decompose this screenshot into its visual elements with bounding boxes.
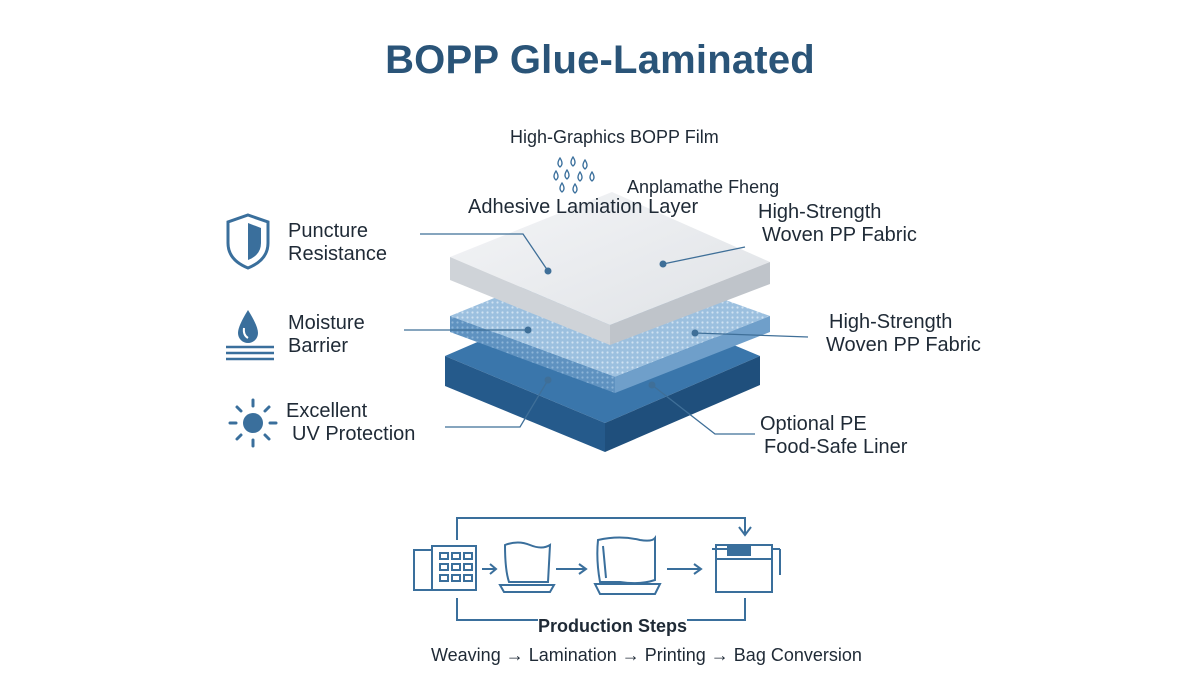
label-adhesive-layer: Adhesive Lamiation Layer (468, 196, 699, 218)
shield-icon (226, 213, 270, 270)
film-sheet-icon (498, 541, 556, 593)
feature-puncture-line1: Puncture (288, 220, 369, 242)
process-steps: Weaving → Lamination → Printing → Bag Co… (431, 645, 862, 665)
diagram-title: BOPP Glue-Laminated (385, 38, 815, 82)
droplets-icon (553, 155, 595, 194)
printed-sheet-icon (593, 535, 662, 595)
feature-puncture-line2: Resistance (288, 243, 387, 265)
label-misc: Anplamathe Fheng (627, 177, 780, 197)
label-right-mid-2: Woven PP Fabric (826, 334, 981, 356)
feature-moisture-line2: Barrier (288, 335, 349, 357)
label-right-bot-1: Optional PE (760, 413, 867, 435)
label-right-bot-2: Food-Safe Liner (764, 436, 908, 458)
water-drop-icon (226, 310, 274, 361)
bag-machine-icon (712, 544, 781, 593)
feature-moisture-line1: Moisture (288, 312, 365, 334)
feature-uv-line2: UV Protection (292, 423, 416, 445)
label-right-top-1: High-Strength (758, 201, 882, 223)
label-right-mid-1: High-Strength (829, 311, 953, 333)
feature-uv-line1: Excellent (286, 400, 368, 422)
process-flow (413, 517, 781, 621)
label-top-film: High-Graphics BOPP Film (510, 127, 719, 147)
process-caption: Production Steps (538, 616, 688, 636)
label-right-top-2: Woven PP Fabric (762, 224, 917, 246)
loom-machine-icon (413, 545, 477, 591)
top-layer-film (450, 192, 770, 345)
sun-icon (228, 398, 278, 448)
